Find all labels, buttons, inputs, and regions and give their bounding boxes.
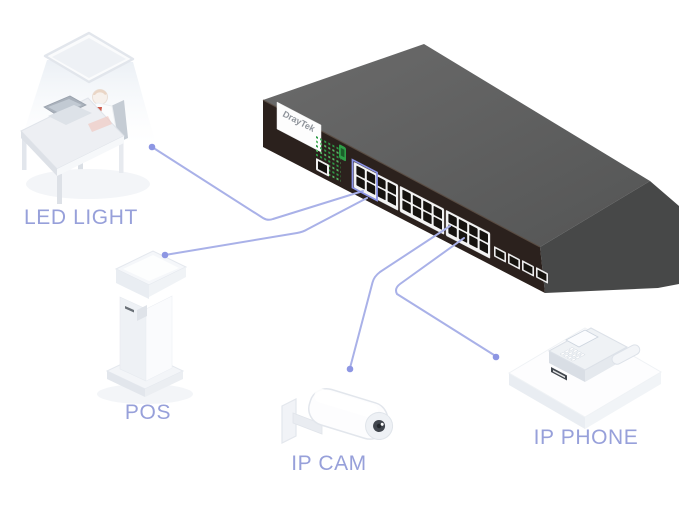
- camera-lens-glint: [380, 422, 384, 426]
- phone-screen: [565, 329, 599, 348]
- laptop-base: [48, 105, 92, 125]
- switch-illustration: DrayTek: [262, 44, 679, 293]
- camera-hood: [314, 388, 379, 418]
- connection-dot: [148, 143, 156, 151]
- connections: [148, 143, 500, 373]
- person-hair: [93, 89, 107, 95]
- desk-leg: [119, 142, 124, 173]
- pos-label: POS: [124, 401, 172, 424]
- connection-dot: [161, 251, 169, 259]
- switch-port-group-2: [399, 186, 445, 235]
- phone-slab-side: [585, 372, 661, 429]
- pos-screen-face-right: [149, 267, 186, 297]
- switch-sfp-port: [536, 267, 548, 284]
- camera-body-group: [308, 388, 394, 440]
- desk-edge: [21, 131, 57, 176]
- port-group-frame: [445, 210, 491, 259]
- switch-sfp-port: [494, 246, 506, 263]
- connection-line-ip-phone: [395, 237, 495, 356]
- pos-base-side: [107, 371, 145, 397]
- desk-red-reflection: [88, 116, 112, 132]
- ip-phone-label: IP PHONE: [533, 426, 639, 449]
- ip-phone-illustration: [508, 327, 662, 429]
- switch-sfp-port: [508, 253, 520, 270]
- switch-status-led: [339, 144, 346, 162]
- desk-shadow: [26, 169, 150, 199]
- led-light-label: LED LIGHT: [24, 206, 138, 229]
- connection-dot: [492, 353, 500, 361]
- switch-top-face: [263, 44, 650, 247]
- connection-line-led-light: [151, 146, 364, 221]
- desk-leg: [22, 136, 27, 170]
- connection-dot: [346, 365, 354, 373]
- pos-illustration: [97, 250, 193, 404]
- camera-wall-plate: [281, 398, 297, 444]
- connection-line-ip-cam: [349, 225, 451, 369]
- camera-lens-pupil: [376, 423, 382, 429]
- pos-speaker: [137, 305, 147, 321]
- pos-base-side: [145, 371, 183, 397]
- pos-screen-display: [123, 255, 179, 281]
- pos-card-slot: [125, 306, 134, 313]
- switch-port-group-3: [445, 210, 491, 259]
- desk-edge: [57, 136, 124, 176]
- phone-slot-paper: [553, 370, 565, 378]
- desk-leg: [57, 174, 62, 204]
- ceiling-led-panel-screen: [52, 38, 126, 78]
- connection-line-pos: [164, 197, 368, 256]
- pos-screen-face: [116, 269, 149, 299]
- port-group-frame: [399, 186, 445, 235]
- camera-bracket-arm: [292, 412, 323, 435]
- switch-end-face: [540, 181, 679, 293]
- phone-handset: [611, 344, 641, 365]
- ip-cam-illustration: [281, 388, 394, 444]
- ip-cam-label: IP CAM: [291, 452, 367, 475]
- led-light-illustration: [18, 31, 158, 204]
- pos-pillar-right: [145, 295, 173, 382]
- switch-sfp-port: [522, 260, 534, 277]
- phone-slab-side: [509, 373, 585, 429]
- phone-body-left: [549, 351, 585, 382]
- laptop-screen-inner: [48, 99, 82, 114]
- port-highlight-box: [351, 158, 378, 202]
- switch-console-port: [316, 158, 329, 177]
